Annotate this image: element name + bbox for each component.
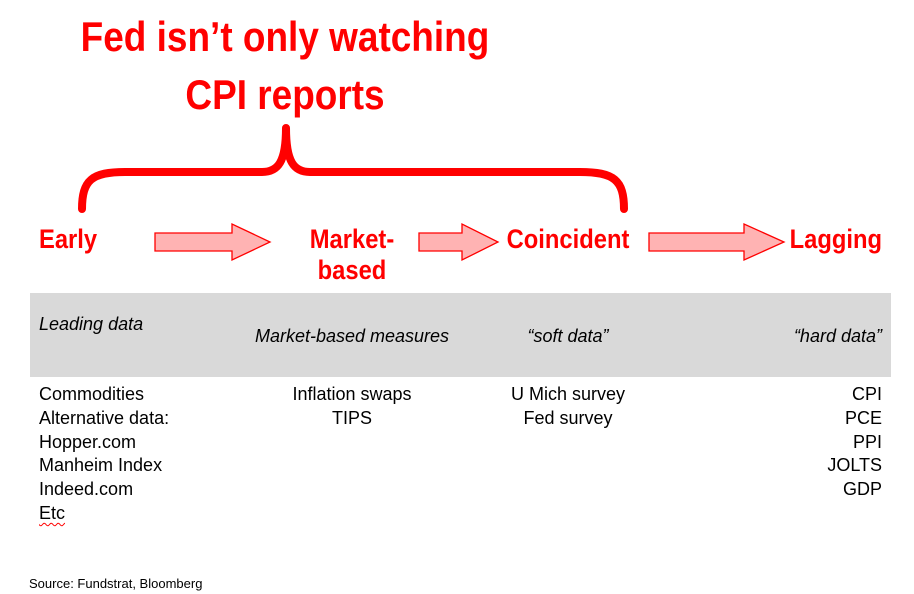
stage-market-line-2: based	[317, 255, 387, 285]
arrow-coincident-to-lagging	[648, 222, 786, 262]
list-item: U Mich survey	[510, 384, 626, 404]
band-label-hard-data: “hard data”	[793, 326, 882, 346]
list-item: CPI	[851, 384, 882, 404]
band-label-market-based: Market-based measures	[254, 326, 450, 346]
stage-early-label: Early	[39, 224, 98, 254]
title-line-1: Fed isn’t only watching	[80, 13, 490, 60]
title-line-2: CPI reports	[185, 71, 385, 118]
stage-coincident-label: Coincident	[506, 224, 630, 254]
list-item: PCE	[844, 407, 882, 428]
list-item: Manheim Index	[39, 455, 163, 476]
list-item: Etc	[39, 502, 66, 523]
stage-lagging-label: Lagging	[789, 224, 882, 254]
list-lagging: CPI PCE PPI JOLTS GDP	[827, 383, 882, 502]
stage-market-line-1: Market-	[309, 224, 395, 254]
list-item: Alternative data:	[39, 407, 170, 428]
list-item: TIPS	[331, 407, 372, 428]
list-coincident: U Mich survey Fed survey	[468, 383, 668, 431]
stage-market-based-label: Market- based	[290, 224, 413, 286]
source-note: Source: Fundstrat, Bloomberg	[29, 576, 203, 591]
list-item: Hopper.com	[39, 431, 137, 452]
list-item: Inflation swaps	[292, 384, 412, 404]
list-item: Fed survey	[523, 407, 613, 428]
band-label-soft-data: “soft data”	[527, 326, 609, 346]
list-early: Commodities Alternative data: Hopper.com…	[39, 383, 169, 526]
band-label-leading: Leading data	[39, 314, 144, 334]
list-item: Indeed.com	[39, 479, 134, 500]
category-band	[30, 293, 891, 377]
list-item: GDP	[842, 479, 882, 500]
list-item: PPI	[852, 431, 882, 452]
list-market-based: Inflation swaps TIPS	[232, 383, 472, 431]
list-item: JOLTS	[827, 455, 882, 476]
arrow-early-to-market	[154, 222, 272, 262]
arrow-market-to-coincident	[418, 222, 500, 262]
list-item: Commodities	[39, 384, 145, 404]
curly-brace	[78, 124, 628, 213]
